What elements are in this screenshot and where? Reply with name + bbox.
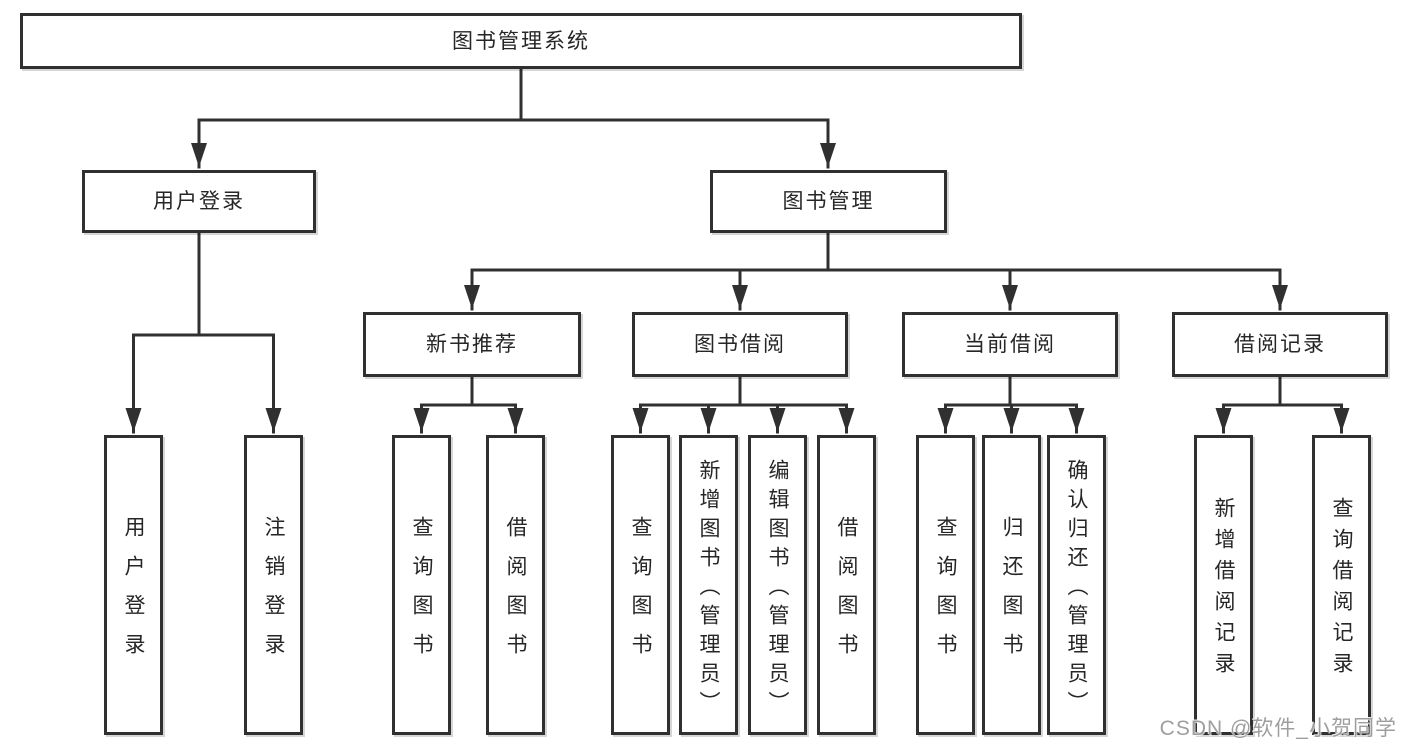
node-bb-borrow-book: 借阅图书	[817, 435, 876, 735]
watermark: CSDN @软件_小贺同学	[1159, 717, 1397, 740]
node-nb-borrow-book-label: 借阅图书	[504, 516, 527, 672]
node-new-book-recommend-label: 新书推荐	[426, 333, 518, 356]
node-cb-confirm-return-label: 确认归还（管理员）	[1065, 458, 1088, 720]
node-br-query-record: 查询借阅记录	[1312, 435, 1371, 735]
node-bb-edit-book-label: 编辑图书（管理员）	[766, 458, 789, 720]
node-br-add-record: 新增借阅记录	[1194, 435, 1253, 735]
node-cb-return-book: 归还图书	[982, 435, 1041, 735]
node-book-management-label: 图书管理	[782, 190, 875, 213]
node-cb-query-book: 查询图书	[916, 435, 975, 735]
node-borrowing-records-label: 借阅记录	[1234, 333, 1326, 356]
node-bb-query-book: 查询图书	[611, 435, 670, 735]
node-br-add-record-label: 新增借阅记录	[1212, 497, 1235, 683]
node-cb-query-book-label: 查询图书	[934, 516, 957, 672]
node-borrowing-records: 借阅记录	[1172, 312, 1388, 377]
node-bb-borrow-book-label: 借阅图书	[835, 516, 858, 672]
node-bb-query-book-label: 查询图书	[629, 516, 652, 672]
node-cb-confirm-return: 确认归还（管理员）	[1047, 435, 1106, 735]
node-login: 用户登录	[104, 435, 163, 735]
node-nb-query-book: 查询图书	[392, 435, 451, 735]
node-new-book-recommend: 新书推荐	[363, 312, 581, 377]
node-bb-edit-book: 编辑图书（管理员）	[748, 435, 807, 735]
node-bb-add-book-label: 新增图书（管理员）	[697, 458, 720, 720]
node-book-management: 图书管理	[710, 170, 947, 233]
node-book-borrowing: 图书借阅	[632, 312, 848, 377]
node-bb-add-book: 新增图书（管理员）	[679, 435, 738, 735]
node-logout: 注销登录	[244, 435, 303, 735]
node-logout-label: 注销登录	[262, 516, 285, 672]
node-nb-borrow-book: 借阅图书	[486, 435, 545, 735]
node-cb-return-book-label: 归还图书	[1000, 516, 1023, 672]
node-system: 图书管理系统	[20, 13, 1022, 69]
node-current-borrowing-label: 当前借阅	[964, 333, 1056, 356]
node-br-query-record-label: 查询借阅记录	[1330, 497, 1353, 683]
node-nb-query-book-label: 查询图书	[410, 516, 433, 672]
node-current-borrowing: 当前借阅	[902, 312, 1118, 377]
node-system-label: 图书管理系统	[452, 29, 590, 53]
node-book-borrowing-label: 图书借阅	[694, 333, 786, 356]
node-login-label: 用户登录	[122, 516, 145, 672]
node-user-login-module-label: 用户登录	[153, 190, 245, 213]
node-user-login-module: 用户登录	[82, 170, 316, 233]
